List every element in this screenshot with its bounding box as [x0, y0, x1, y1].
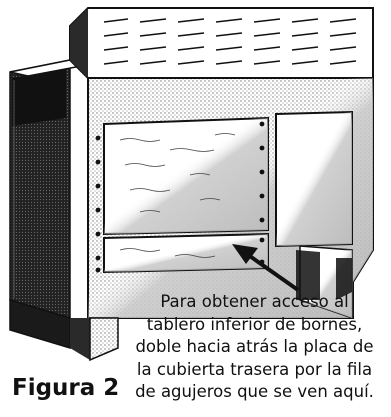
mounting-holes-left — [95, 135, 101, 273]
caption-line: de agujeros que se ven aquí. — [135, 382, 374, 401]
range-base — [9, 245, 353, 362]
rear-cover-plate-lower — [103, 232, 269, 274]
caption-line: doble hacia atrás la placa de — [135, 337, 374, 356]
backguard-panel — [69, 7, 374, 79]
backguard-vent-slots — [103, 18, 357, 65]
callout-arrow — [232, 244, 300, 292]
rear-cover-plate-upper — [103, 116, 269, 236]
caption-line: Para obtener acceso al — [160, 292, 349, 311]
caption-line: la cubierta trasera por la fila — [136, 359, 373, 379]
caption-line: tablero inferior de bornes, — [146, 314, 363, 334]
figure-caption: Para obtener acceso al tablero inferior … — [118, 291, 391, 404]
figure-label: Figura 2 — [12, 375, 120, 401]
right-access-panel — [275, 110, 353, 248]
cabinet-left-side — [9, 59, 71, 320]
